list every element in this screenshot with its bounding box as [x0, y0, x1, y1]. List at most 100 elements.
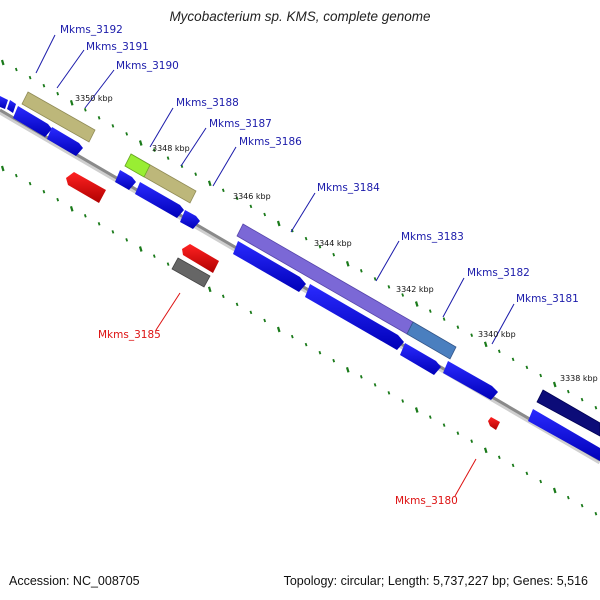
cds-arrow: [0, 96, 8, 109]
scale-tick: [332, 358, 336, 363]
scale-tick: [318, 244, 322, 249]
scale-tick: [359, 375, 363, 379]
scale-tick: [221, 294, 225, 299]
scale-tick: [0, 165, 5, 172]
scale-tick: [97, 116, 101, 120]
scale-tick: [56, 91, 60, 96]
genome-summary: Topology: circular; Length: 5,737,227 bp…: [283, 574, 588, 588]
scale-tick: [14, 173, 18, 178]
accession-text: Accession: NC_008705: [9, 574, 140, 588]
scale-tick: [525, 365, 529, 370]
gene-label: Mkms_3190: [116, 60, 179, 72]
scale-tick: [442, 317, 446, 321]
scale-tick: [152, 254, 156, 258]
cds-arrow: [233, 241, 306, 292]
cds-arrow-reverse: [488, 417, 500, 430]
scale-tick: [566, 389, 570, 394]
scale-tick: [235, 196, 239, 201]
scale-label: 3344 kbp: [314, 239, 352, 248]
scale-tick: [511, 463, 515, 468]
scale-tick: [276, 220, 281, 227]
scale-tick: [194, 172, 198, 176]
scale-tick: [497, 349, 501, 354]
scale-tick: [456, 431, 460, 435]
gene-label: Mkms_3186: [239, 136, 302, 148]
scale-tick: [111, 124, 115, 128]
scale-tick: [69, 205, 74, 212]
scale-tick: [304, 342, 308, 347]
label-leaders: [35, 34, 515, 497]
scale-tick: [207, 286, 212, 293]
scale-tick: [83, 108, 87, 112]
scale-tick: [594, 405, 598, 410]
scale-tick: [125, 132, 129, 136]
cds-arrow: [305, 284, 404, 350]
cds-arrow-reverse: [66, 172, 106, 203]
scale-tick: [166, 156, 170, 160]
scale-tick: [428, 415, 432, 419]
feature-bars: [21, 91, 600, 437]
cds-arrow: [115, 170, 136, 190]
scale-tick: [539, 479, 543, 484]
scale-tick: [442, 423, 446, 427]
scale-tick: [414, 407, 419, 413]
gene-label: Mkms_3185: [98, 329, 161, 341]
scale-tick: [249, 204, 253, 209]
scale-label: 3342 kbp: [396, 285, 434, 294]
scale-tick: [263, 318, 267, 323]
gene-label: Mkms_3181: [516, 293, 579, 305]
grey-feature: [171, 257, 211, 288]
scale-tick: [552, 487, 557, 494]
scale-tick: [373, 277, 377, 281]
scale-tick: [276, 326, 281, 333]
scale-label: 3348 kbp: [152, 144, 190, 153]
gene-labels: Mkms_3192 Mkms_3191 Mkms_3190 Mkms_3188 …: [60, 24, 579, 507]
scale-tick: [97, 222, 101, 226]
scale-tick: [14, 67, 18, 72]
scale-tick: [401, 293, 405, 297]
scale-ticks: [0, 59, 598, 516]
scale-label: 3346 kbp: [233, 192, 271, 201]
scale-tick: [207, 180, 212, 187]
gene-label: Mkms_3182: [467, 267, 530, 279]
scale-tick: [235, 302, 239, 307]
scale-tick: [566, 495, 570, 500]
scale-tick: [304, 236, 308, 241]
scale-tick: [594, 511, 598, 516]
scale-labels: 3350 kbp 3348 kbp 3346 kbp 3344 kbp 3342…: [75, 94, 598, 383]
cds-arrow: [135, 182, 184, 218]
scale-tick: [42, 83, 46, 88]
cds-arrow: [13, 106, 52, 137]
scale-tick: [318, 350, 322, 355]
lime-feature: [124, 153, 151, 178]
cds-arrow: [47, 127, 83, 156]
scale-tick: [414, 301, 419, 307]
scale-tick: [0, 59, 5, 66]
scale-tick: [428, 309, 432, 313]
scale-tick: [42, 189, 46, 194]
gene-label: Mkms_3192: [60, 24, 123, 36]
scale-tick: [470, 439, 474, 443]
scale-tick: [111, 230, 115, 234]
scale-tick: [221, 188, 225, 193]
forward-cds-track: [0, 96, 600, 461]
gene-label: Mkms_3191: [86, 41, 149, 53]
cds-arrow-reverse: [182, 244, 219, 273]
scale-tick: [580, 397, 584, 402]
scale-tick: [345, 366, 350, 373]
scale-tick: [332, 252, 336, 257]
scale-tick: [483, 341, 488, 348]
scale-tick: [69, 99, 74, 106]
scale-tick: [28, 181, 32, 186]
gene-label: Mkms_3187: [209, 118, 272, 130]
reverse-cds-track: [66, 172, 500, 430]
scale-tick: [28, 75, 32, 80]
gene-label: Mkms_3183: [401, 231, 464, 243]
scale-tick: [138, 140, 143, 146]
scale-label: 3350 kbp: [75, 94, 113, 103]
cds-arrow: [443, 361, 498, 400]
scale-tick: [359, 269, 363, 273]
scale-tick: [387, 391, 391, 395]
scale-tick: [166, 262, 170, 266]
